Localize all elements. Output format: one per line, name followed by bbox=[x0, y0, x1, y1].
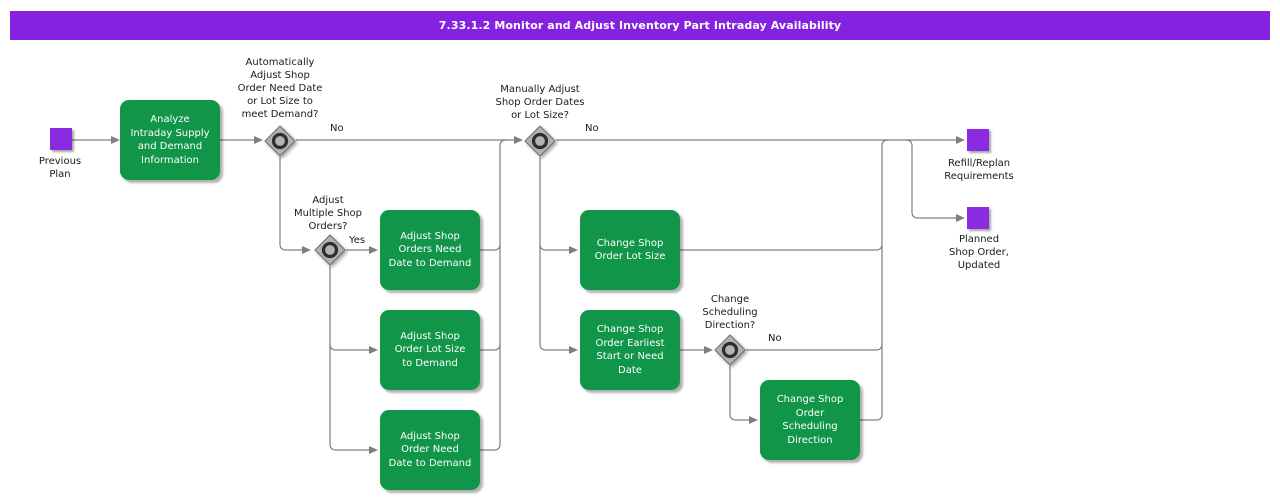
edge-label-no-change-scheduling: No bbox=[768, 333, 782, 344]
task-analyze-intraday-supply-and-demand[interactable]: Analyze Intraday Supply and Demand Infor… bbox=[120, 100, 220, 180]
start-event-previous-plan[interactable] bbox=[50, 128, 72, 150]
gateway-manually-adjust-icon bbox=[524, 125, 556, 157]
end-event-refill-replan-label: Refill/Replan Requirements bbox=[944, 158, 1014, 182]
task-change-shop-order-lot-size[interactable]: Change Shop Order Lot Size bbox=[580, 210, 680, 290]
task-adjust-shop-orders-need-date-to-demand[interactable]: Adjust Shop Orders Need Date to Demand bbox=[380, 210, 480, 290]
gateway-adjust-multiple-question: Adjust Multiple Shop Orders? bbox=[293, 195, 363, 232]
edge-label-no-automatically-adjust: No bbox=[330, 123, 344, 134]
gateway-automatically-adjust-question: Automatically Adjust Shop Order Need Dat… bbox=[237, 57, 323, 120]
task-adjust-shop-order-need-date-to-demand[interactable]: Adjust Shop Order Need Date to Demand bbox=[380, 410, 480, 490]
diagram-title-bar: 7.33.1.2 Monitor and Adjust Inventory Pa… bbox=[10, 11, 1270, 40]
gateway-change-scheduling-icon bbox=[714, 334, 746, 366]
task-change-shop-order-scheduling-direction[interactable]: Change Shop Order Scheduling Direction bbox=[760, 380, 860, 460]
end-event-planned-shop-order[interactable] bbox=[967, 207, 989, 229]
edge-label-no-manually-adjust: No bbox=[585, 123, 599, 134]
gateway-automatically-adjust-icon bbox=[264, 125, 296, 157]
task-adjust-shop-order-lot-size-to-demand[interactable]: Adjust Shop Order Lot Size to Demand bbox=[380, 310, 480, 390]
edge-label-yes-adjust-multiple: Yes bbox=[349, 235, 366, 246]
task-change-shop-order-earliest-start-or-need-date[interactable]: Change Shop Order Earliest Start or Need… bbox=[580, 310, 680, 390]
end-event-refill-replan[interactable] bbox=[967, 129, 989, 151]
end-event-planned-shop-order-label: Planned Shop Order, Updated bbox=[949, 234, 1009, 271]
gateway-manually-adjust-question: Manually Adjust Shop Order Dates or Lot … bbox=[495, 84, 585, 121]
diagram-title: 7.33.1.2 Monitor and Adjust Inventory Pa… bbox=[438, 19, 842, 32]
gateway-adjust-multiple-icon bbox=[314, 234, 346, 266]
gateway-change-scheduling-question: Change Scheduling Direction? bbox=[702, 294, 758, 331]
start-event-previous-plan-label: Previous Plan bbox=[38, 156, 82, 180]
